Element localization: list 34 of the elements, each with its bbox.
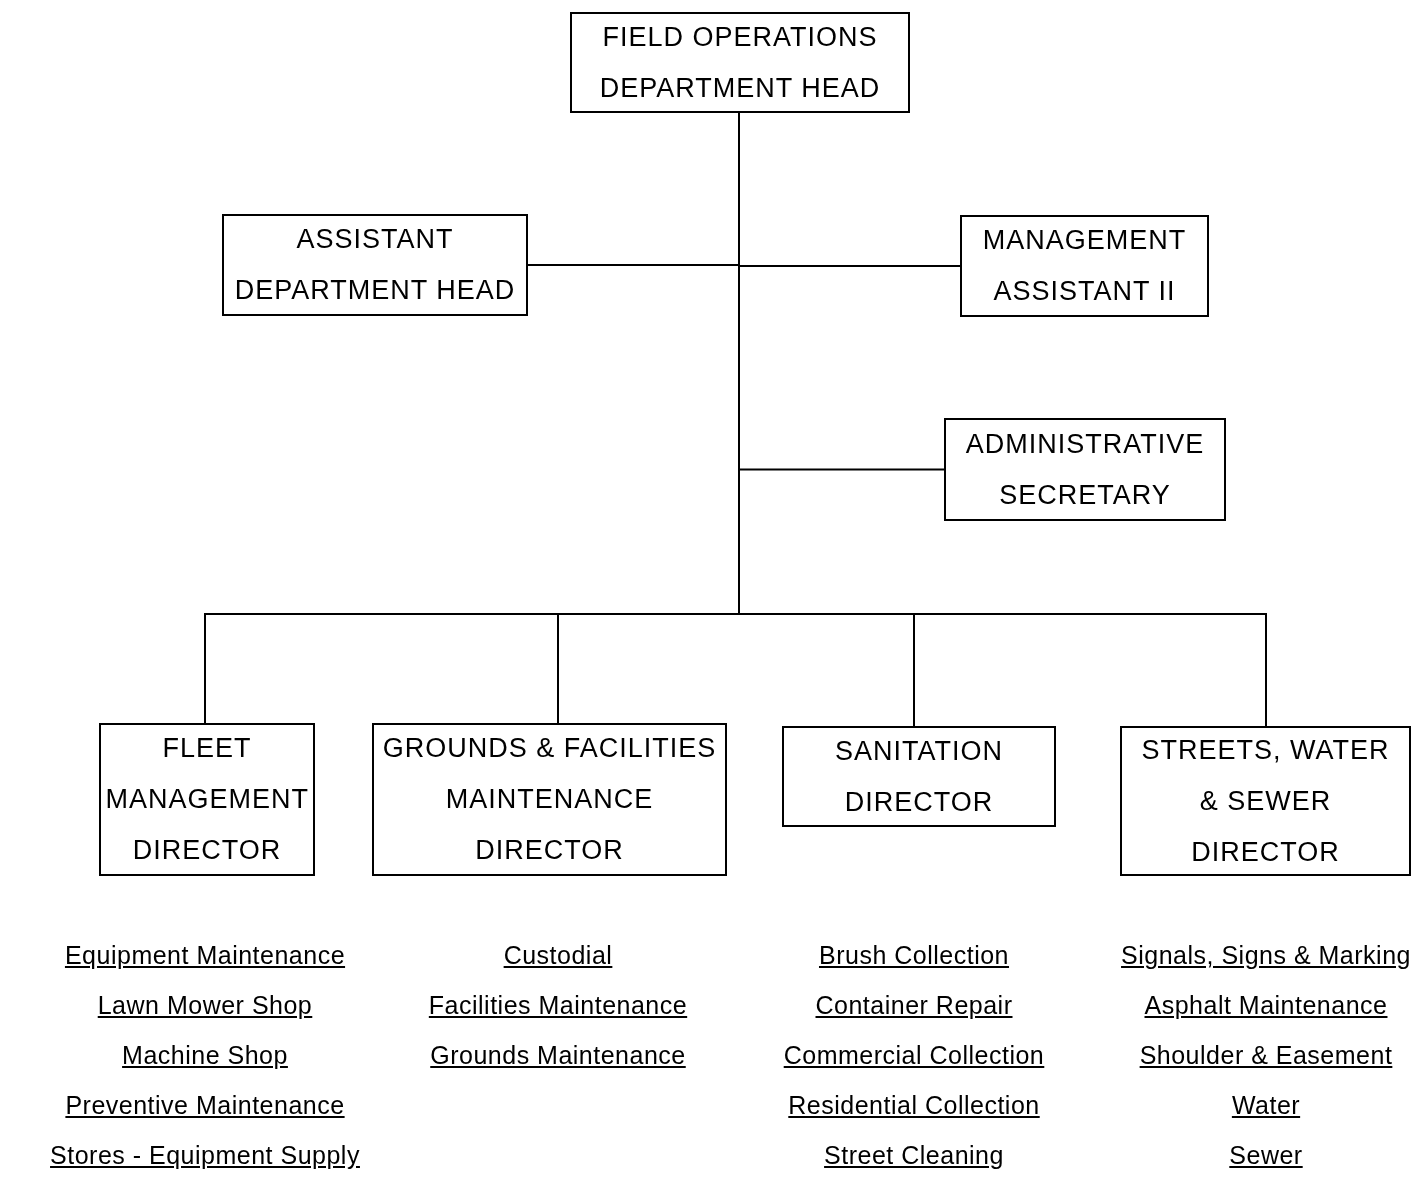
position-title: FLEET MANAGEMENT DIRECTOR: [104, 732, 310, 867]
position-box: [570, 12, 910, 113]
unit-name: Shoulder & Easement: [1139, 1040, 1393, 1071]
position-title: ASSISTANT DEPARTMENT HEAD: [233, 223, 517, 307]
unit-name: Facilities Maintenance: [428, 990, 688, 1021]
position-title: ADMINISTRATIVE SECRETARY: [964, 427, 1206, 512]
position-box: [1120, 726, 1411, 876]
position-box: [782, 726, 1056, 827]
unit-name: Commercial Collection: [783, 1040, 1045, 1071]
position-title: STREETS, WATER & SEWER DIRECTOR: [1140, 733, 1391, 869]
unit-name: Equipment Maintenance: [64, 940, 346, 971]
unit-name: Street Cleaning: [824, 1140, 1004, 1171]
unit-name: Custodial: [503, 940, 613, 971]
position-title: GROUNDS & FACILITIES MAINTENANCE DIRECTOR: [381, 732, 718, 867]
unit-name: Grounds Maintenance: [430, 1040, 686, 1071]
unit-name: Preventive Maintenance: [65, 1090, 345, 1121]
unit-name: Stores - Equipment Supply: [50, 1140, 360, 1171]
unit-name: Machine Shop: [122, 1040, 288, 1071]
position-box: [944, 418, 1226, 521]
position-title: SANITATION DIRECTOR: [834, 734, 1004, 819]
unit-name: Residential Collection: [788, 1090, 1040, 1121]
unit-name: Brush Collection: [819, 940, 1009, 971]
position-title: FIELD OPERATIONS DEPARTMENT HEAD: [598, 20, 882, 105]
position-box: [99, 723, 315, 876]
position-box: [222, 214, 528, 316]
unit-name: Asphalt Maintenance: [1144, 990, 1388, 1021]
position-title: MANAGEMENT ASSISTANT II: [981, 224, 1188, 308]
unit-name: Container Repair: [815, 990, 1013, 1021]
position-box: [960, 215, 1209, 317]
position-box: [372, 723, 727, 876]
unit-name: Sewer: [1229, 1140, 1303, 1171]
unit-name: Water: [1231, 1090, 1301, 1121]
unit-name: Signals, Signs & Marking: [1121, 940, 1411, 971]
unit-name: Lawn Mower Shop: [97, 990, 313, 1021]
